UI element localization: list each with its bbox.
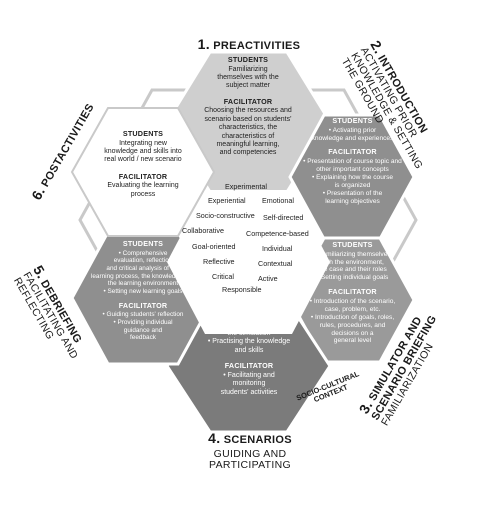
debriefing-students-heading: STUDENTS <box>122 239 164 248</box>
preactivities-students-text: Familiarizing themselves with the subjec… <box>217 65 279 90</box>
debriefing-facilitator-heading: FACILITATOR <box>118 300 168 310</box>
debriefing-content: STUDENTS • Comprehensive evaluation, ref… <box>76 239 210 342</box>
scenarios-facilitator-heading: FACILITATOR <box>224 361 274 371</box>
word-responsible: Responsible <box>222 285 262 294</box>
introduction-facilitator-text: • Presentation of course topic and other… <box>303 158 402 205</box>
word-experimental: Experimental <box>225 182 267 191</box>
scenarios-students-heading: STUDENTS <box>228 311 270 320</box>
preactivities-facilitator-heading: FACILITATOR <box>223 96 273 106</box>
scenarios-students-text: • Participating in the simulation • Prac… <box>207 321 291 354</box>
phase-4-number: 4. <box>208 430 221 446</box>
simulator-students-text: • Familiarizing themselves with the envi… <box>314 250 391 282</box>
introduction-facilitator-heading: FACILITATOR <box>328 147 377 157</box>
preactivities-facilitator-text: Choosing the resources and scenario base… <box>204 107 292 157</box>
phase-4-sub-2: PARTICIPATING <box>209 459 291 472</box>
word-competence-based: Competence-based <box>246 229 309 238</box>
postactivities-facilitator-heading: FACILITATOR <box>118 171 168 181</box>
simulator-facilitator-text: • Introduction of the scenario, case, pr… <box>309 297 396 345</box>
postactivities-students-heading: STUDENTS <box>122 129 164 138</box>
introduction-students-text: • Activating prior knowledge and experie… <box>311 126 394 142</box>
word-goal-oriented: Goal-oriented <box>192 242 236 251</box>
word-individual: Individual <box>262 244 293 253</box>
scenarios-facilitator-text: • Facilitating and monitoring students' … <box>220 371 278 396</box>
preactivities-content: STUDENTS Familiarizing themselves with t… <box>178 55 318 158</box>
introduction-content: STUDENTS • Activating prior knowledge an… <box>290 116 415 206</box>
phase-1-number: 1. <box>197 36 210 52</box>
postactivities-facilitator-text: Evaluating the learning process <box>107 182 179 198</box>
postactivities-students-text: Integrating new knowledge and skills int… <box>104 139 182 164</box>
phase-1-name: PREACTIVITIES <box>213 40 301 52</box>
preactivities-students-heading: STUDENTS <box>227 55 269 64</box>
phase-1-title: 1. PREACTIVITIES <box>184 36 314 52</box>
word-collaborative: Collaborative <box>182 226 224 235</box>
phase-4-name: SCENARIOS <box>223 434 292 446</box>
phase-4-sub-1: GUIDING AND <box>213 448 287 460</box>
phase-4-title: 4. SCENARIOS GUIDING AND PARTICIPATING <box>180 430 320 471</box>
word-socio-constructive: Socio-constructive <box>196 211 255 220</box>
word-reflective: Reflective <box>203 257 235 266</box>
word-emotional: Emotional <box>262 196 294 205</box>
debriefing-facilitator-text: • Guiding students' reflection • Providi… <box>102 311 184 342</box>
postactivities-content: STUDENTS Integrating new knowledge and s… <box>80 129 206 199</box>
word-experiential: Experiential <box>208 196 246 205</box>
word-active: Active <box>258 274 278 283</box>
hex-postactivities <box>70 107 216 237</box>
scenarios-content: STUDENTS • Participating in the simulati… <box>184 311 314 397</box>
simulator-students-heading: STUDENTS <box>332 240 373 249</box>
word-contextual: Contextual <box>258 259 293 268</box>
simulator-content: STUDENTS • Familiarizing themselves with… <box>290 240 415 345</box>
simulator-facilitator-heading: FACILITATOR <box>328 287 377 297</box>
word-self-directed: Self-directed <box>263 213 304 222</box>
word-critical: Critical <box>212 272 234 281</box>
debriefing-students-text: • Comprehensive evaluation, reflection a… <box>90 249 196 296</box>
introduction-students-heading: STUDENTS <box>332 116 373 125</box>
